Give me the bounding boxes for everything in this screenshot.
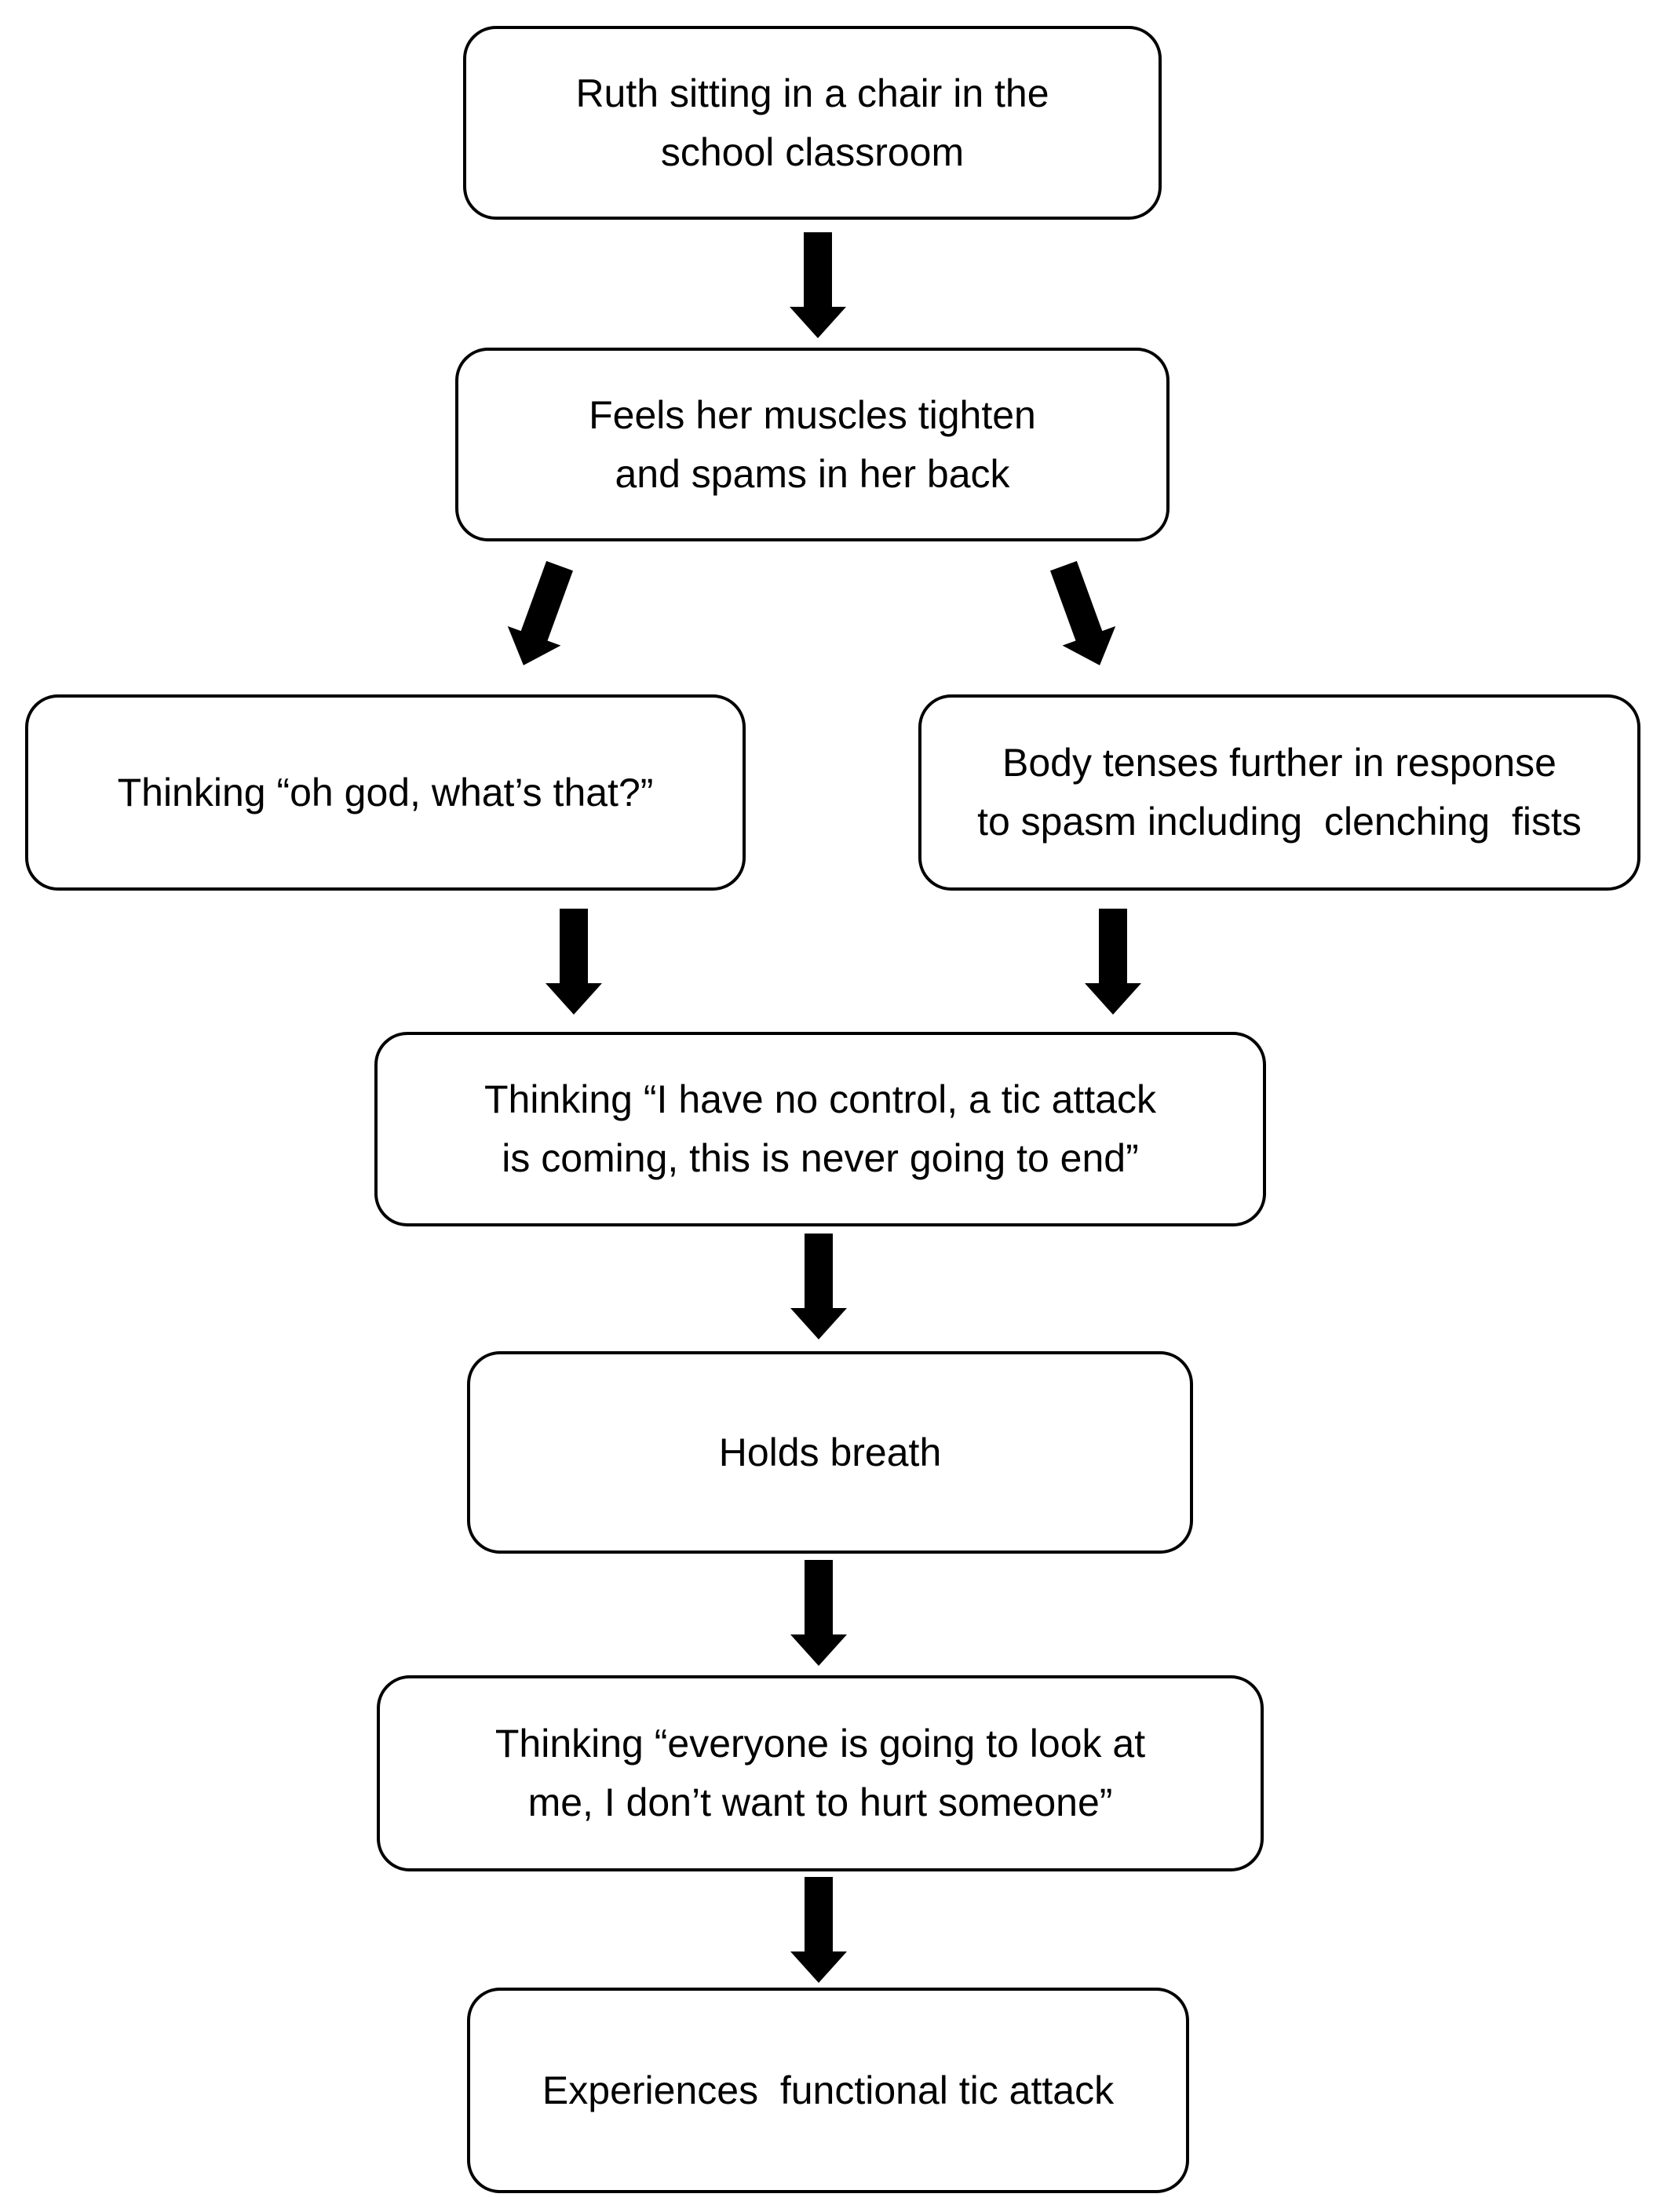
node-ruth-classroom: Ruth sitting in a chair in the school cl… [463,26,1162,220]
arrow-down-icon [546,909,602,1015]
node-tic-attack: Experiences functional tic attack [467,1988,1189,2193]
node-label: Experiences functional tic attack [542,2068,1115,2112]
node-label: Thinking “oh god, what’s that?” [117,770,654,814]
node-label: Thinking “everyone is going to look at m… [494,1722,1146,1824]
node-thinking-oh-god: Thinking “oh god, what’s that?” [25,694,746,891]
arrow-down-icon [790,1560,847,1666]
node-body-tenses: Body tenses further in response to spasm… [918,694,1640,891]
node-label: Feels her muscles tighten and spams in h… [589,392,1036,496]
node-label: Ruth sitting in a chair in the school cl… [575,71,1049,174]
node-label: Thinking “I have no control, a tic attac… [484,1077,1156,1180]
arrow-down-icon [1085,909,1141,1015]
node-holds-breath: Holds breath [467,1351,1193,1554]
node-label: Holds breath [718,1430,942,1474]
arrow-down-icon [790,1234,847,1339]
node-label: Body tenses further in response to spasm… [977,741,1582,844]
node-muscles-tighten: Feels her muscles tighten and spams in h… [455,348,1170,541]
node-thinking-everyone: Thinking “everyone is going to look at m… [377,1675,1264,1871]
arrow-down-icon [790,232,846,338]
arrow-diagonal-left-icon [497,556,586,675]
arrow-down-icon [790,1877,847,1983]
node-thinking-no-control: Thinking “I have no control, a tic attac… [374,1032,1266,1226]
arrow-diagonal-right-icon [1037,556,1126,675]
